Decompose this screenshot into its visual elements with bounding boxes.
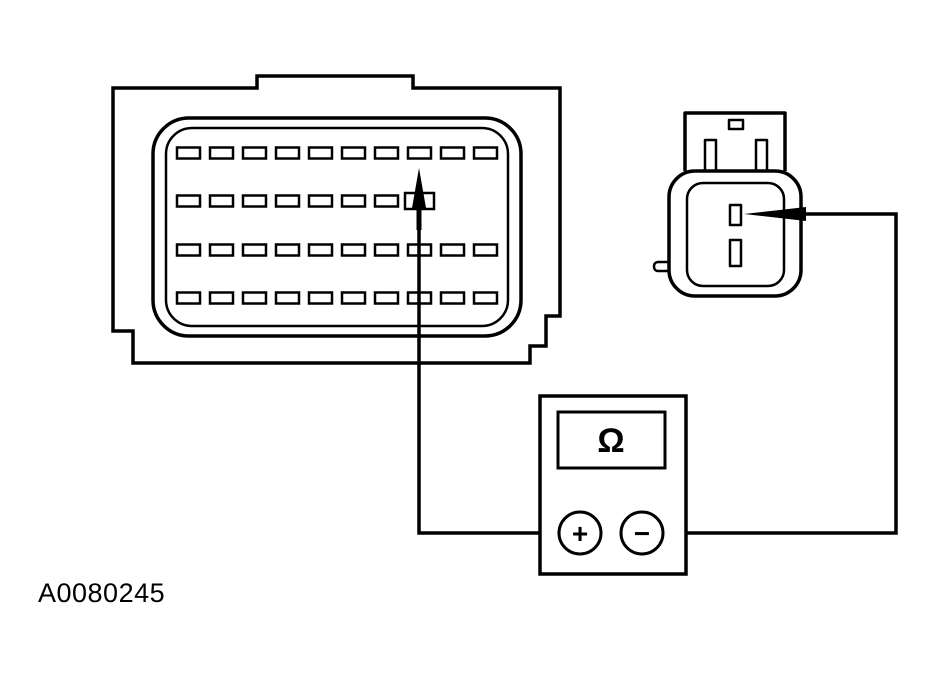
ohmmeter-display [556,410,667,470]
component-connector-blade-right [754,138,769,174]
pin-cavity-r4-c1 [175,291,202,305]
pin-cavity-r2-c5 [307,194,334,208]
pin-cavity-r2-c4 [274,194,301,208]
pin-cavity-r1-c10 [472,146,499,160]
pin-cavity-r1-c8 [406,146,433,160]
main-connector [111,74,562,365]
pin-cavity-r3-c4 [274,243,301,257]
negative-lead-wire [663,212,898,535]
pin-cavity-r3-c3 [241,243,268,257]
component-terminal-1 [728,203,743,227]
component-connector-cavity [685,181,786,288]
negative-terminal-label: − [634,518,650,549]
ohmmeter: Ω + − [538,394,688,576]
pin-cavity-r3-c10 [472,243,499,257]
positive-probe-tip [412,168,426,208]
pin-cavity-r1-c9 [439,146,466,160]
pin-cavity-r4-c7 [373,291,400,305]
pin-cavity-r1-c7 [373,146,400,160]
component-connector-blade-left [703,138,718,174]
pin-cavity-r2-c7 [373,194,400,208]
pin-cavity-r4-c3 [241,291,268,305]
pin-cavity-r3-c7 [373,243,400,257]
pin-cavity-r2-c2 [208,194,235,208]
test-leads [417,186,898,535]
pin-cavity-r3-c2 [208,243,235,257]
pin-cavity-r3-c9 [439,243,466,257]
component-terminal-2 [728,238,743,268]
pin-cavity-r2-c6 [340,194,367,208]
component-connector-latch [727,118,745,131]
pin-cavity-r4-c10 [472,291,499,305]
ohm-symbol: Ω [597,422,624,460]
pin-cavity-r2-c1 [175,194,202,208]
pin-cavity-r1-c6 [340,146,367,160]
figure-id: A0080245 [38,578,166,608]
pin-cavity-r1-c4 [274,146,301,160]
pin-cavity-r1-c2 [208,146,235,160]
pin-cavity-r4-c9 [439,291,466,305]
pin-cavity-r4-c2 [208,291,235,305]
main-connector-inner-shroud [164,126,510,328]
negative-probe-tip [744,207,806,221]
pin-cavity-r4-c4 [274,291,301,305]
positive-lead-wire [417,186,563,535]
pin-cavity-r2-c3 [241,194,268,208]
pin-cavity-r1-c1 [175,146,202,160]
negative-terminal [619,510,665,556]
positive-terminal-label: + [572,518,588,549]
pin-cavity-r4-c5 [307,291,334,305]
component-connector [652,111,803,298]
pin-cavity-r1-c5 [307,146,334,160]
pin-cavity-r3-c5 [307,243,334,257]
pin-cavity-r3-c1 [175,243,202,257]
positive-terminal [557,510,603,556]
pin-cavity-r3-c6 [340,243,367,257]
pin-cavity-r4-c6 [340,291,367,305]
pin-grid [175,146,499,305]
pin-cavity-r1-c3 [241,146,268,160]
